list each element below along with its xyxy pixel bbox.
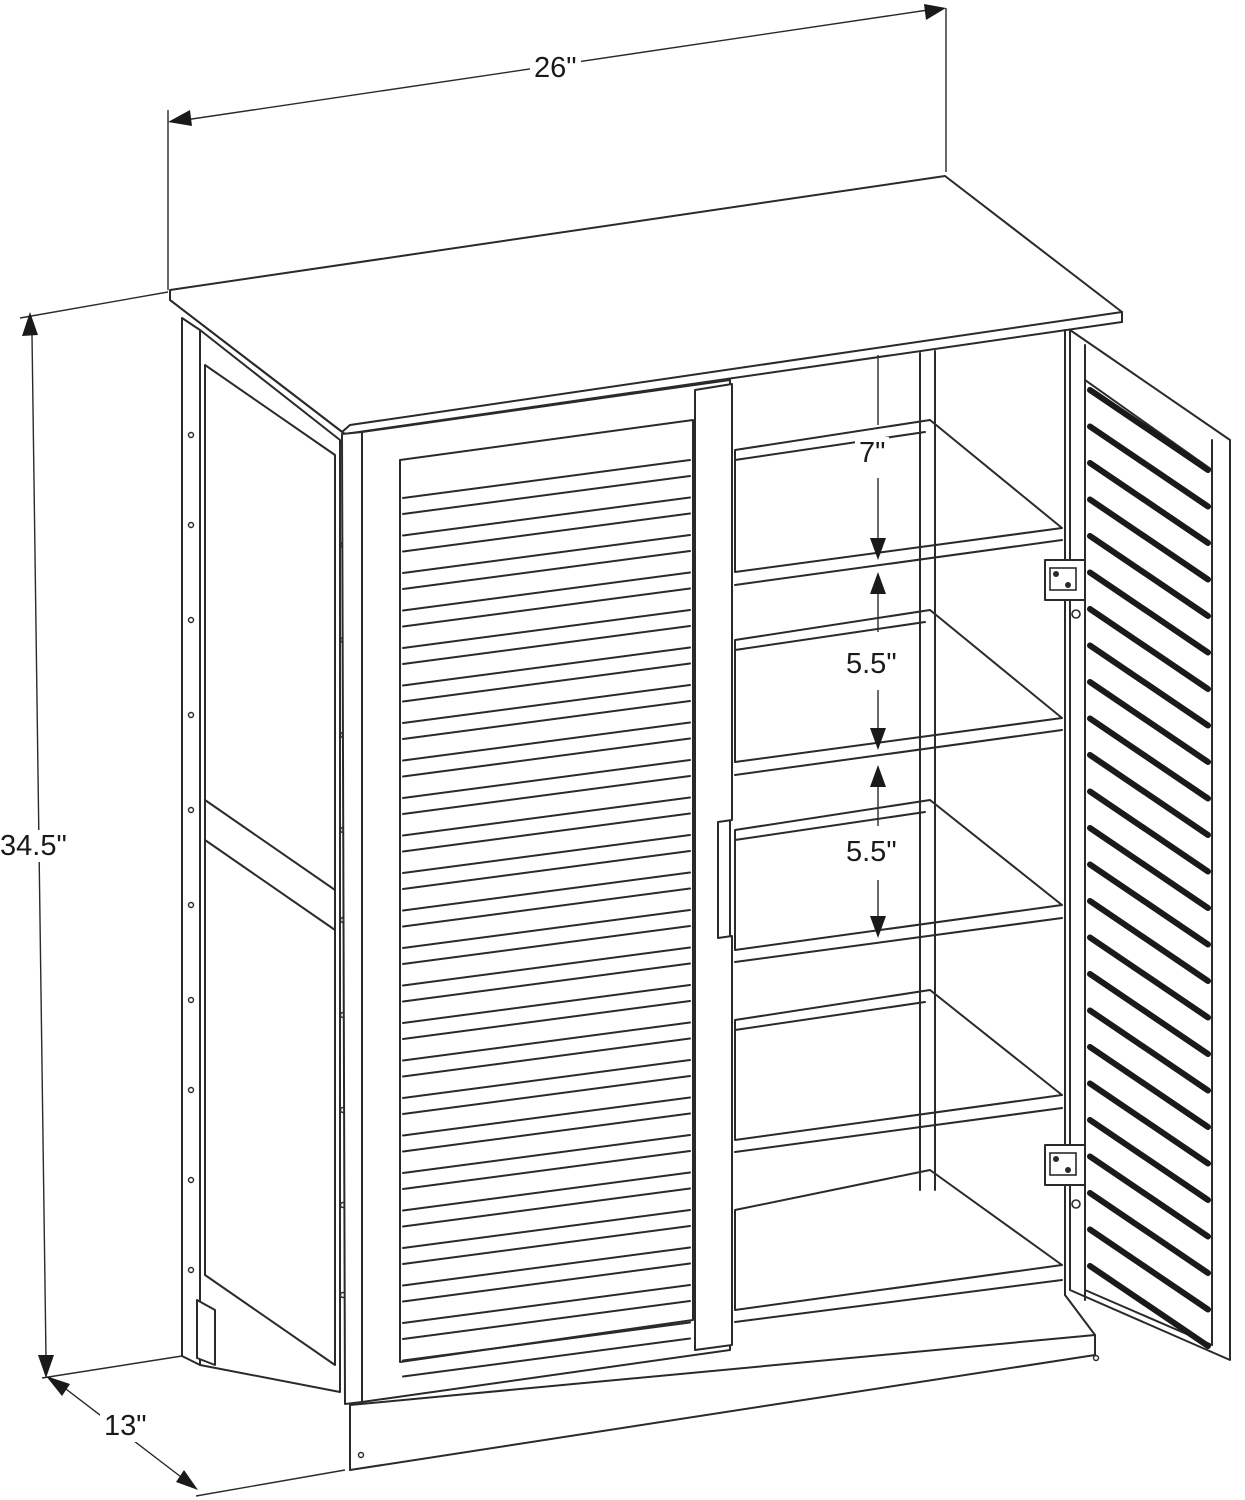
door-handle xyxy=(694,383,733,1351)
louver-slat xyxy=(1087,861,1211,948)
hinge-top xyxy=(1044,559,1086,619)
shelf-gap-top-label: 7" xyxy=(855,437,890,469)
louver-slat xyxy=(402,609,691,649)
louver-slat xyxy=(1087,1080,1211,1167)
louver-slat-edge xyxy=(402,1037,691,1078)
louver-slat xyxy=(402,834,691,874)
louver-slat-edge xyxy=(402,775,691,815)
louver-slat xyxy=(1087,934,1211,1021)
louver-slat xyxy=(1087,971,1211,1057)
louver-slat xyxy=(402,571,691,612)
louver-slat-edge xyxy=(402,737,691,778)
louver-slat xyxy=(1087,1226,1211,1313)
louver-slat xyxy=(1087,533,1211,619)
right-door xyxy=(1069,329,1231,1361)
louver-slat-edge xyxy=(402,662,691,703)
depth-dimension xyxy=(46,1376,346,1497)
louver-slat xyxy=(1087,1190,1211,1276)
louver-slat xyxy=(1087,606,1211,692)
cabinet-interior xyxy=(729,329,1096,1351)
shelf-gap-lower-label: 5.5" xyxy=(842,836,901,868)
louver-slat xyxy=(402,1246,691,1287)
louver-slat xyxy=(402,759,691,799)
louver-slat-edge xyxy=(402,1300,691,1340)
louver-slat xyxy=(402,459,691,499)
louver-slat xyxy=(1087,387,1211,473)
front-leg-left xyxy=(196,1299,216,1366)
louver-slat xyxy=(402,1321,691,1362)
louver-slat xyxy=(1087,679,1211,765)
shelf-2 xyxy=(734,609,1063,776)
louver-slat xyxy=(402,684,691,724)
left-door-louvers xyxy=(402,459,691,1378)
hinge-bottom xyxy=(1044,1144,1086,1209)
louver-slat xyxy=(1087,642,1211,729)
louver-slat xyxy=(402,496,691,537)
louver-slat-edge xyxy=(402,1187,691,1228)
louver-slat-edge xyxy=(402,1337,691,1378)
right-door-louvers xyxy=(1087,387,1211,1349)
louver-slat-edge xyxy=(402,1225,691,1265)
louver-slat xyxy=(402,1171,691,1212)
louver-slat xyxy=(1087,1117,1211,1203)
louver-slat xyxy=(1087,715,1211,802)
louver-slat xyxy=(402,871,691,912)
louver-slat xyxy=(402,1209,691,1249)
louver-slat xyxy=(402,946,691,987)
left-side-panel xyxy=(181,317,347,1393)
louver-slat xyxy=(402,1059,691,1099)
height-label: 34.5" xyxy=(0,830,71,862)
louver-slat-edge xyxy=(402,512,691,553)
front-frame xyxy=(341,431,1100,1471)
depth-label: 13" xyxy=(100,1410,151,1442)
louver-slat xyxy=(402,1134,691,1174)
louver-slat xyxy=(1087,496,1211,583)
louver-slat xyxy=(1087,898,1211,984)
louver-slat-edge xyxy=(402,550,691,590)
louver-slat xyxy=(1087,1153,1211,1240)
shelf-3 xyxy=(734,799,1063,963)
louver-slat xyxy=(1087,825,1211,911)
louver-slat-edge xyxy=(402,1000,691,1040)
louver-slat-edge xyxy=(402,1262,691,1303)
louver-slat xyxy=(402,984,691,1024)
louver-slat xyxy=(402,1021,691,1062)
louver-slat xyxy=(1087,423,1211,510)
width-label: 26" xyxy=(530,52,581,84)
left-door xyxy=(361,379,733,1403)
shelf-gap-middle-label: 5.5" xyxy=(842,648,901,680)
shelf-4 xyxy=(734,989,1063,1153)
louver-slat-edge xyxy=(402,962,691,1003)
louver-slat-edge xyxy=(402,475,691,515)
louver-slat xyxy=(1087,569,1211,656)
louver-slat xyxy=(402,796,691,837)
louver-slat-edge xyxy=(402,625,691,665)
louver-slat xyxy=(1087,1263,1211,1349)
shelf-1 xyxy=(734,419,1063,586)
louver-slat-edge xyxy=(402,850,691,890)
louver-slat-edge xyxy=(402,1075,691,1115)
louver-slat xyxy=(1087,1044,1211,1130)
louver-slat-edge xyxy=(402,812,691,853)
louver-slat xyxy=(402,1284,691,1324)
louver-slat xyxy=(402,646,691,687)
louver-slat-edge xyxy=(402,1150,691,1190)
bottom-shelf xyxy=(734,1169,1063,1323)
louver-slat-edge xyxy=(402,587,691,628)
louver-slat-edge xyxy=(402,925,691,965)
louver-slat xyxy=(1087,1007,1211,1094)
louver-slat xyxy=(1087,752,1211,838)
louver-slat xyxy=(402,909,691,949)
louver-slat xyxy=(1087,788,1211,875)
louver-slat-edge xyxy=(402,1112,691,1153)
louver-slat xyxy=(402,721,691,762)
louver-slat-edge xyxy=(402,700,691,740)
louver-slat xyxy=(402,1096,691,1137)
louver-slat-edge xyxy=(402,887,691,928)
louver-slat xyxy=(1087,460,1211,546)
louver-slat xyxy=(402,534,691,574)
shelf-spacing-arrows xyxy=(870,355,886,938)
